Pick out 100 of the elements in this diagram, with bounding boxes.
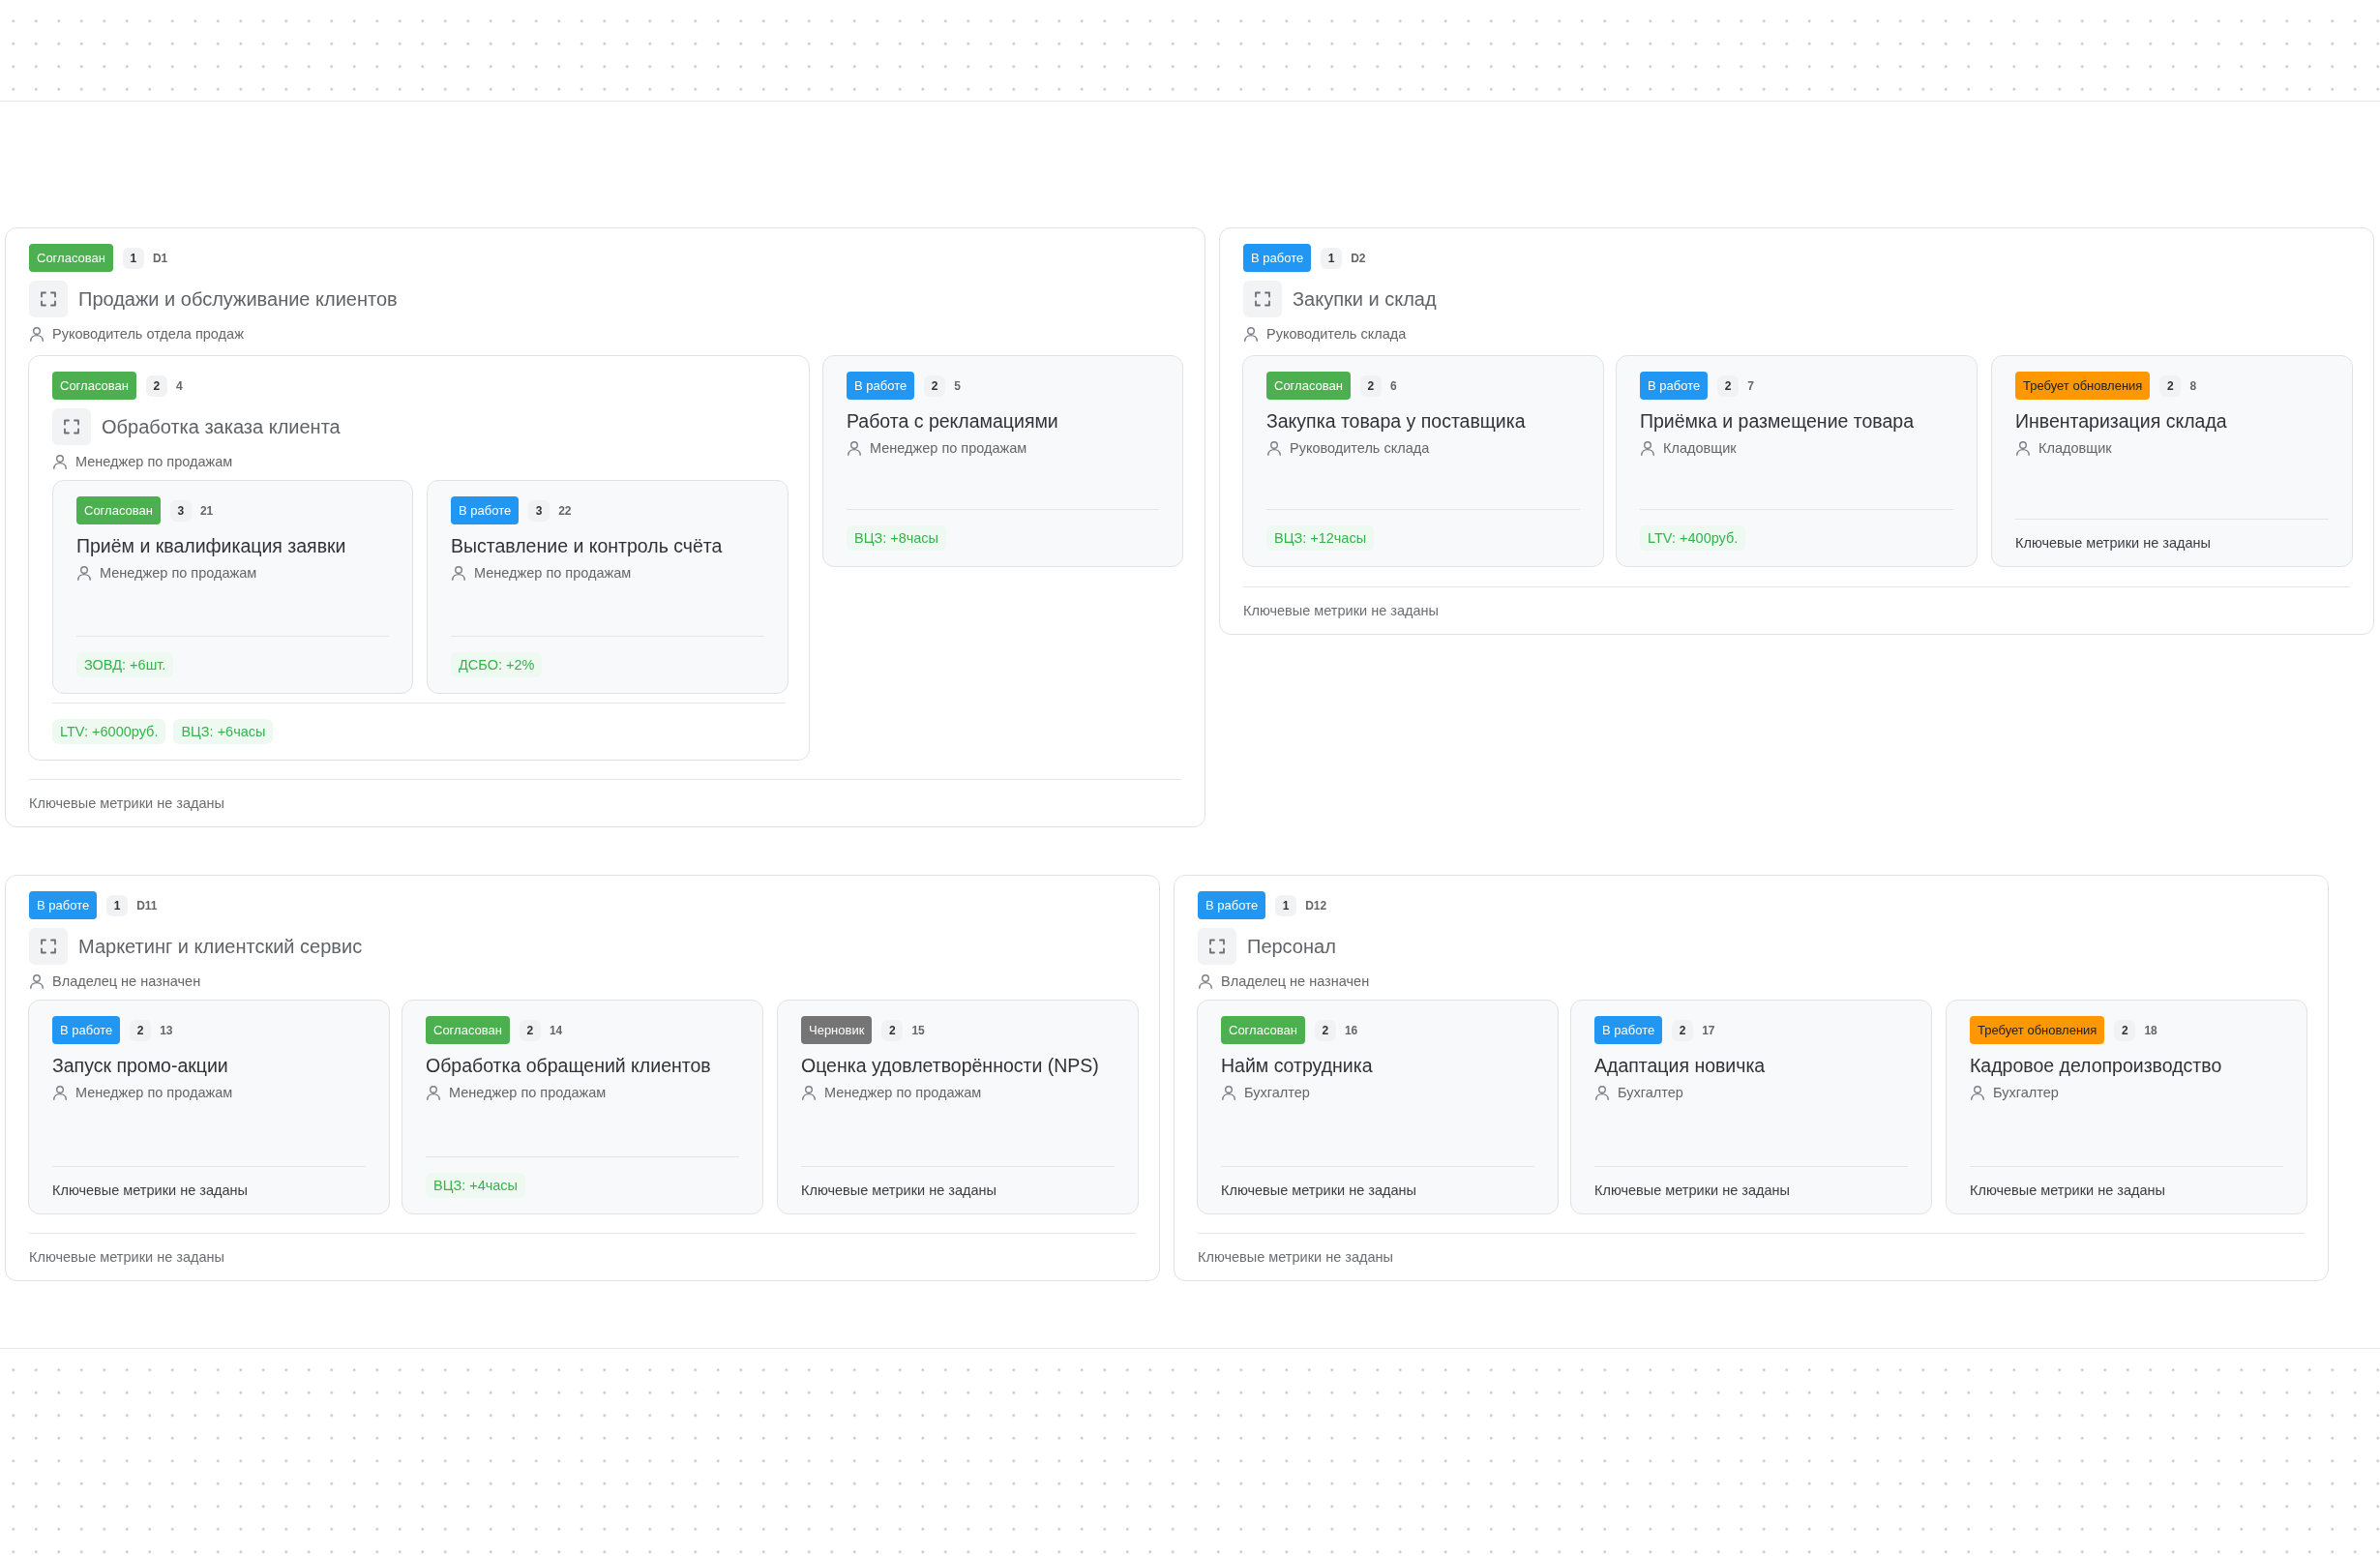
group-title: Обработка заказа клиента [102,415,341,438]
metrics-note: Ключевые метрики не заданы [1221,1182,1417,1200]
owner-name: Кладовщик [2038,440,2112,456]
owner-name: Владелец не назначен [1221,973,1370,989]
owner-name: Менеджер по продажам [75,1085,233,1100]
process-id: D12 [1305,898,1327,913]
status-badge: Требует обновления [2015,372,2151,400]
status-badge: Черновик [801,1016,873,1044]
group-title: Персонал [1247,935,1336,958]
status-badge: В работе [1198,891,1266,919]
process-card [1570,1000,1932,1214]
level-indicator: 2 [145,374,167,397]
owner-name: Руководитель склада [1290,440,1430,456]
status-badge: В работе [1243,244,1312,272]
process-title: Оценка удовлетворённости (NPS) [801,1054,1100,1077]
status-badge: Согласован [1266,372,1351,400]
level-indicator: 1 [106,894,129,916]
process-group-card [1174,875,2329,1281]
group-title: Продажи и обслуживание клиентов [78,287,398,311]
status-badge: В работе [451,496,520,524]
level-indicator: 2 [519,1019,541,1041]
owner-name: Менеджер по продажам [100,565,257,581]
status-badge: В работе [52,1016,121,1044]
process-card [1946,1000,2307,1214]
process-title: Найм сотрудника [1221,1054,1374,1077]
process-id: 4 [175,378,183,393]
status-badge: Согласован [52,372,136,400]
owner-name: Менеджер по продажам [824,1085,982,1100]
process-card [427,480,788,694]
process-card [52,480,413,694]
metrics-note: Ключевые метрики не заданы [29,1248,225,1267]
process-card [822,355,1183,567]
process-group-card [5,875,1160,1281]
metric-chip: ВЦЗ: +4часы [426,1173,526,1198]
process-id: D1 [152,251,168,265]
metrics-note: Ключевые метрики не заданы [2015,534,2212,553]
process-card [402,1000,763,1214]
process-id: 6 [1389,378,1397,393]
metrics-note: Ключевые метрики не заданы [1594,1182,1791,1200]
metrics-note: Ключевые метрики не заданы [1243,602,1440,620]
process-id: 14 [549,1023,563,1037]
process-group-card [5,227,1205,827]
level-indicator: 2 [924,374,946,397]
process-title: Приём и квалификация заявки [76,534,347,557]
level-indicator: 2 [1672,1019,1694,1041]
metrics-note: Ключевые метрики не заданы [1198,1248,1394,1267]
process-id: 8 [2189,378,2197,393]
process-title: Обработка обращений клиентов [426,1054,712,1077]
process-card [777,1000,1139,1214]
owner-name: Бухгалтер [1993,1085,2059,1100]
level-indicator: 1 [122,247,144,269]
process-card [1242,355,1604,567]
process-title: Адаптация новичка [1594,1054,1767,1077]
owner-name: Бухгалтер [1618,1085,1683,1100]
metrics-note: Ключевые метрики не заданы [1970,1182,2166,1200]
process-title: Приёмка и размещение товара [1640,409,1916,433]
owner-name: Менеджер по продажам [474,565,632,581]
process-id: 21 [199,503,214,518]
process-title: Запуск промо-акции [52,1054,229,1077]
process-id: 5 [954,378,961,393]
status-badge: В работе [1640,372,1709,400]
metric-chip: ВЦЗ: +12часы [1266,525,1375,551]
process-id: 7 [1747,378,1754,393]
owner-name: Бухгалтер [1244,1085,1310,1100]
status-badge: Согласован [1221,1016,1305,1044]
status-badge: В работе [29,891,98,919]
level-indicator: 3 [528,499,550,522]
process-card [1197,1000,1559,1214]
owner-name: Менеджер по продажам [449,1085,607,1100]
process-id: 22 [558,503,572,518]
status-badge: Согласован [76,496,161,524]
metric-chip: ВЦЗ: +6часы [173,719,274,744]
level-indicator: 2 [2114,1019,2136,1041]
process-card [28,1000,390,1214]
level-indicator: 2 [130,1019,152,1041]
status-badge: Требует обновления [1970,1016,2105,1044]
level-indicator: 2 [881,1019,904,1041]
group-title: Закупки и склад [1293,287,1437,311]
process-id: 13 [160,1023,173,1037]
owner-name: Руководитель отдела продаж [52,326,244,342]
level-indicator: 2 [1359,374,1382,397]
metrics-note: Ключевые метрики не заданы [801,1182,997,1200]
process-title: Работа с рекламациями [847,409,1059,433]
process-group-card [1219,227,2374,635]
process-title: Выставление и контроль счёта [451,534,724,557]
metric-chip: ЗОВД: +6шт. [76,652,174,677]
group-title: Маркетинг и клиентский сервис [78,935,363,958]
status-badge: В работе [1594,1016,1663,1044]
metric-chip: ДСБО: +2% [451,652,543,677]
level-indicator: 1 [1275,894,1297,916]
owner-name: Владелец не назначен [52,973,201,989]
owner-name: Менеджер по продажам [75,454,233,469]
level-indicator: 2 [1314,1019,1336,1041]
process-group-card [28,355,810,761]
level-indicator: 3 [169,499,192,522]
process-title: Кадровое делопроизводство [1970,1054,2223,1077]
metric-chip: LTV: +400руб. [1640,525,1746,551]
owner-name: Кладовщик [1663,440,1737,456]
metrics-note: Ключевые метрики не заданы [29,794,225,813]
process-title: Закупка товара у поставщика [1266,409,1527,433]
